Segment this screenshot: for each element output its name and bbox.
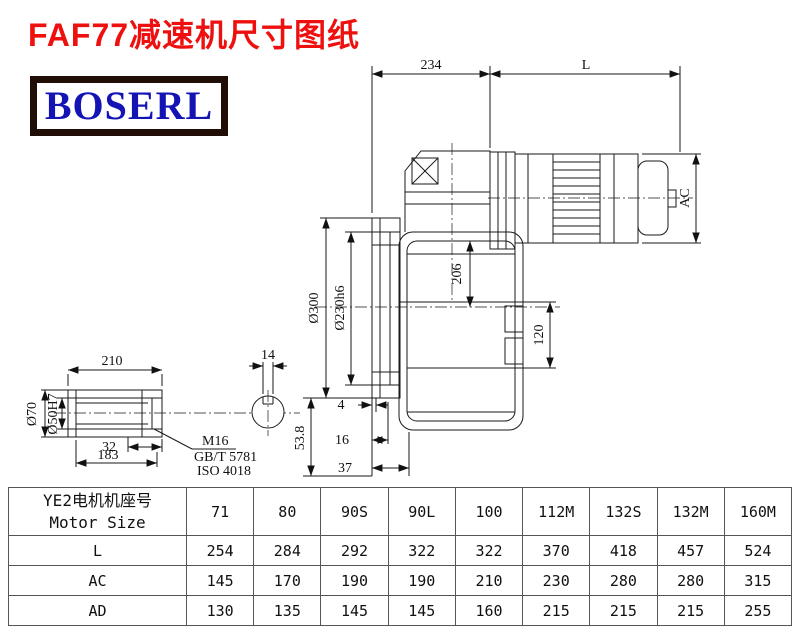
dimension-mount-offsets: 4 16 37 53.8 xyxy=(293,398,410,477)
header-en: Motor Size xyxy=(49,512,146,532)
table-cell: 170 xyxy=(253,565,322,596)
table-col-header: 112M xyxy=(522,487,591,536)
row-label: L xyxy=(8,535,187,566)
dim-label-37: 37 xyxy=(338,461,352,476)
table-cell: 254 xyxy=(185,535,255,566)
motor-outline xyxy=(489,151,677,250)
dim-label-AC: AC xyxy=(678,188,693,207)
table-cell: 215 xyxy=(589,595,658,626)
output-flange xyxy=(371,217,401,399)
table-col-header: 71 xyxy=(185,487,255,536)
brand-logo-text: BOSERL xyxy=(44,83,214,128)
table-col-header: 90S xyxy=(320,487,389,536)
dimension-206: 206 xyxy=(450,241,474,307)
dim-label-120: 120 xyxy=(532,325,547,346)
table-col-header: 100 xyxy=(454,487,524,536)
page-title: FAF77减速机尺寸图纸 xyxy=(28,17,361,53)
table-cell: 160 xyxy=(454,595,524,626)
label-std-iso: ISO 4018 xyxy=(197,464,251,479)
dimension-234-L: 234 L xyxy=(371,58,681,213)
dim-label-16: 16 xyxy=(335,433,349,448)
table-cell: 418 xyxy=(589,535,658,566)
table-cell: 315 xyxy=(723,565,793,596)
table-cell: 284 xyxy=(253,535,322,566)
table-cell: 210 xyxy=(454,565,524,596)
table-cell: 457 xyxy=(656,535,725,566)
table-cell: 135 xyxy=(253,595,322,626)
shaft-detail: 210 Ø70 Ø50H7 32 183 xyxy=(25,354,300,479)
dim-label-234: 234 xyxy=(421,58,442,73)
brand-logo: BOSERL xyxy=(30,76,228,136)
table-cell: 145 xyxy=(320,595,389,626)
gearbox-body xyxy=(398,231,524,431)
dim-label-210: 210 xyxy=(102,354,123,369)
table-cell: 322 xyxy=(387,535,456,566)
table-cell: 145 xyxy=(387,595,456,626)
table-cell: 130 xyxy=(185,595,255,626)
dim-label-206: 206 xyxy=(450,264,465,285)
dim-label-53-8: 53.8 xyxy=(293,426,308,451)
table-col-header: 132M xyxy=(656,487,725,536)
dim-label-d70: Ø70 xyxy=(25,402,40,426)
shaft-section-view: 14 xyxy=(249,348,287,436)
input-housing xyxy=(404,143,491,300)
dim-label-14: 14 xyxy=(261,348,275,363)
table-cell: 280 xyxy=(656,565,725,596)
row-label: AD xyxy=(8,595,187,626)
dim-label-d300: Ø300 xyxy=(307,292,322,323)
table-cell: 190 xyxy=(387,565,456,596)
dim-label-32: 32 xyxy=(102,440,116,455)
table-col-header: 160M xyxy=(723,487,793,536)
dim-label-183: 183 xyxy=(98,448,119,463)
table-cell: 190 xyxy=(320,565,389,596)
dimension-AC: AC xyxy=(642,153,701,244)
table-col-header: 132S xyxy=(589,487,658,536)
table-cell: 524 xyxy=(723,535,793,566)
table-cell: 145 xyxy=(185,565,255,596)
table-col-header: 80 xyxy=(253,487,322,536)
table-cell: 215 xyxy=(656,595,725,626)
motor-cooling-fins xyxy=(553,161,600,235)
dim-label-d50h7: Ø50H7 xyxy=(46,393,61,434)
table-col-header: 90L xyxy=(387,487,456,536)
dim-label-d230h6: Ø230h6 xyxy=(333,285,348,330)
header-cn: YE2电机机座号 xyxy=(43,490,152,510)
dimension-120: 120 xyxy=(523,301,556,369)
table-cell: 230 xyxy=(522,565,591,596)
table-cell: 255 xyxy=(723,595,793,626)
table-cell: 292 xyxy=(320,535,389,566)
table-cell: 370 xyxy=(522,535,591,566)
row-label: AC xyxy=(8,565,187,596)
dimension-flange-diameters: Ø300 Ø230h6 xyxy=(303,217,372,399)
table-cell: 280 xyxy=(589,565,658,596)
label-std-gb: GB/T 5781 xyxy=(194,450,257,465)
table-cell: 322 xyxy=(454,535,524,566)
label-thread-m16: M16 xyxy=(202,434,228,449)
dim-label-4: 4 xyxy=(338,398,345,413)
table-cell: 215 xyxy=(522,595,591,626)
dim-label-L: L xyxy=(582,58,591,73)
